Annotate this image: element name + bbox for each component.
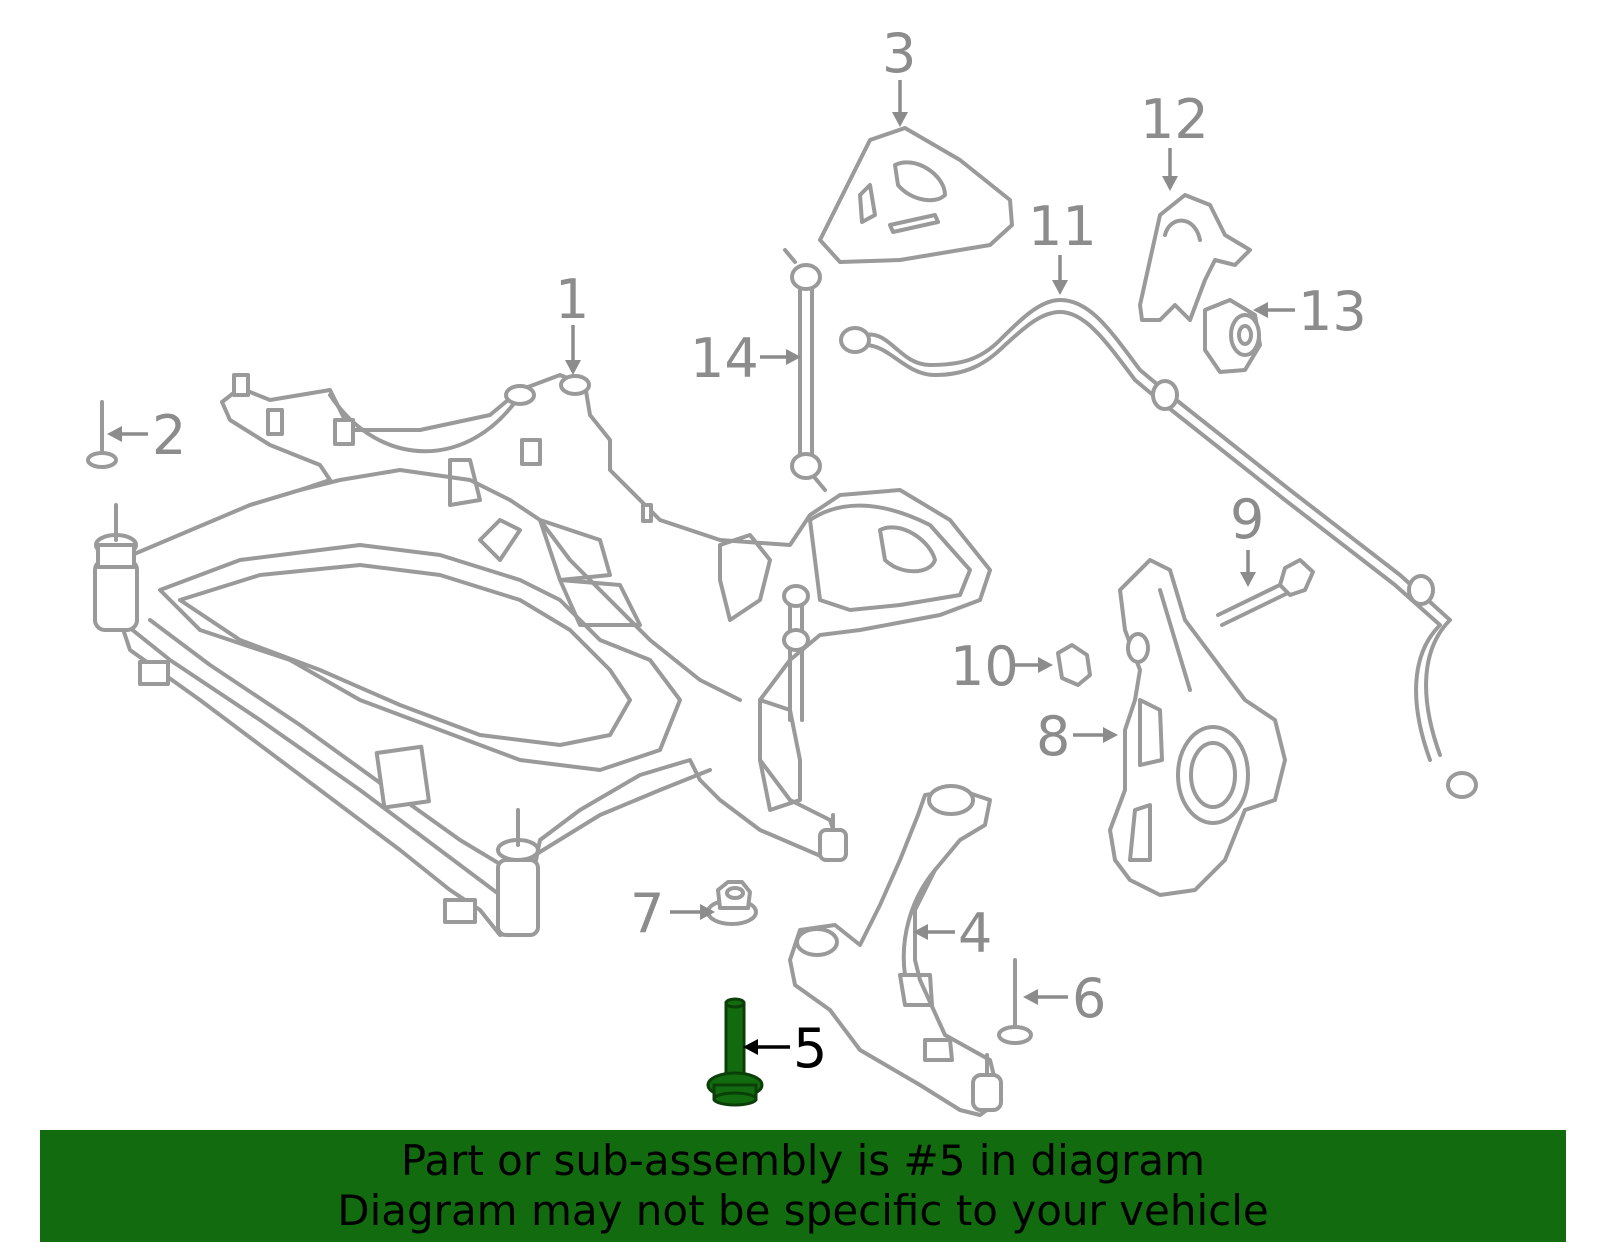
part-9-bolt (1216, 558, 1315, 627)
part-11-stabilizer-bar (839, 298, 1478, 799)
callout-13: 13 (1298, 280, 1367, 343)
part-1-subframe (93, 373, 992, 937)
callout-1: 1 (555, 268, 589, 331)
callout-3: 3 (882, 22, 916, 85)
callout-9: 9 (1230, 488, 1264, 551)
info-banner: Part or sub-assembly is #5 in diagram Di… (40, 1130, 1566, 1242)
part-8-knuckle (1108, 558, 1287, 897)
callout-6: 6 (1072, 967, 1106, 1030)
callout-labels: 1 2 3 4 5 6 7 8 9 10 11 12 13 14 (152, 22, 1367, 1080)
callout-4: 4 (958, 902, 992, 965)
callout-2: 2 (152, 404, 186, 467)
part-13-bushing (1203, 298, 1262, 374)
callout-12: 12 (1140, 88, 1209, 151)
part-4-control-arm (788, 784, 1003, 1117)
callout-10: 10 (950, 635, 1019, 698)
part-6-bolt (997, 958, 1033, 1045)
part-14-stabilizer-link (782, 248, 827, 722)
callout-arrows (107, 80, 1295, 1055)
banner-line-2: Diagram may not be specific to your vehi… (337, 1186, 1269, 1235)
callout-7: 7 (630, 882, 664, 945)
banner-line-1: Part or sub-assembly is #5 in diagram (400, 1136, 1206, 1185)
part-10-nut (1056, 643, 1092, 687)
part-5-bolt-highlighted (706, 997, 764, 1107)
callout-5: 5 (793, 1017, 827, 1080)
callout-8: 8 (1036, 705, 1070, 768)
part-7-nut (706, 880, 758, 926)
part-3-bracket (818, 126, 1014, 264)
part-12-bushing-bracket (1138, 193, 1252, 322)
callout-14: 14 (690, 327, 759, 390)
callout-11: 11 (1028, 195, 1097, 258)
part-2-bolt (86, 400, 118, 469)
